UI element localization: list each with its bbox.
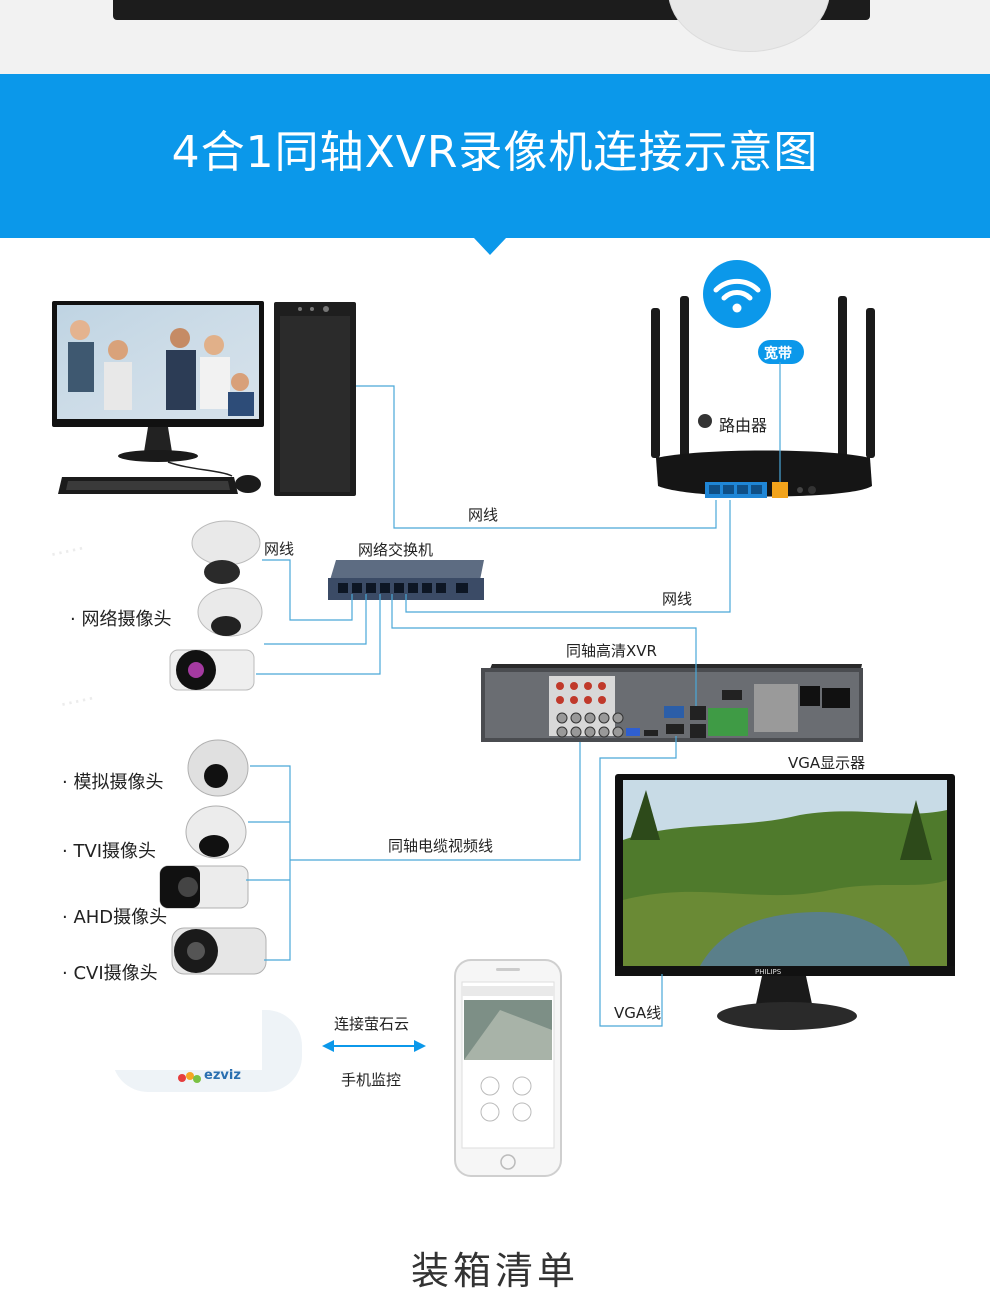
monitor-brand: PHILIPS: [755, 968, 782, 976]
vga-monitor-icon: [615, 774, 955, 1030]
bullet-camera-icon: [169, 649, 255, 691]
ahd-camera-icon: [159, 865, 249, 909]
pc-tower-icon: [274, 302, 356, 496]
wire-coax-xvr: [290, 742, 581, 861]
network-camera-label: · 网络摄像头: [70, 609, 172, 630]
wifi-icon: [703, 260, 771, 328]
network-cable-label: 网线: [468, 506, 499, 524]
bidirectional-arrow-icon: [322, 1040, 426, 1052]
xvr-label: 同轴高清XVR: [566, 642, 657, 660]
wire-switch-xvr: [391, 594, 697, 706]
dome-camera-icon: [191, 520, 261, 584]
wire-switch-camera1: [262, 559, 353, 621]
router-icon: [651, 296, 875, 498]
phone-icon: [454, 959, 562, 1177]
ezviz-logo-text: ezviz: [204, 1068, 241, 1083]
broadband-badge: [758, 340, 804, 364]
wire-pc-router: [356, 385, 717, 529]
diagram-canvas: [52, 260, 955, 1177]
network-cable-label: 网线: [662, 590, 693, 608]
title-banner: [0, 74, 990, 238]
xvr-recorder-icon: [481, 664, 863, 742]
connect-cloud-label: 连接萤石云: [334, 1015, 410, 1033]
network-cable-label: 网线: [264, 540, 295, 558]
ezviz-cloud-tile: [106, 1000, 302, 1092]
coax-cable-label: 同轴电缆视频线: [388, 837, 494, 855]
cvi-camera-icon: [171, 927, 267, 975]
banner-pointer: [474, 238, 506, 255]
dome-camera-icon: [197, 587, 263, 637]
wire-vga: [599, 736, 677, 1027]
keyboard-icon: [58, 477, 238, 494]
analog-camera-icon: [187, 739, 249, 797]
tvi-camera-icon: [185, 805, 247, 859]
analog-camera-label: · 模拟摄像头: [62, 772, 164, 793]
pc-monitor-icon: [52, 301, 264, 462]
router-label: 路由器: [719, 416, 768, 435]
packing-list-title: 装箱清单: [410, 1249, 579, 1293]
cvi-camera-label: · CVI摄像头: [62, 963, 158, 984]
connection-wires: [246, 362, 781, 1027]
wire-switch-camera3: [256, 594, 381, 675]
broadband-label: 宽带: [764, 346, 792, 362]
network-switch-icon: [328, 560, 484, 600]
banner-title: 4合1同轴XVR录像机连接示意图: [171, 127, 819, 178]
vga-monitor-label: VGA显示器: [788, 754, 866, 772]
ahd-camera-label: · AHD摄像头: [62, 907, 168, 928]
vga-cable-label: VGA线: [614, 1004, 662, 1022]
wire-coax-bus: [250, 765, 291, 961]
router-bullet: [698, 414, 712, 428]
phone-monitor-label: 手机监控: [341, 1071, 402, 1089]
wire-switch-router: [405, 500, 731, 613]
network-switch-label: 网络交换机: [358, 541, 434, 559]
wire-switch-camera2: [264, 594, 367, 645]
tvi-camera-label: · TVI摄像头: [62, 841, 157, 862]
mouse-icon: [167, 461, 261, 493]
